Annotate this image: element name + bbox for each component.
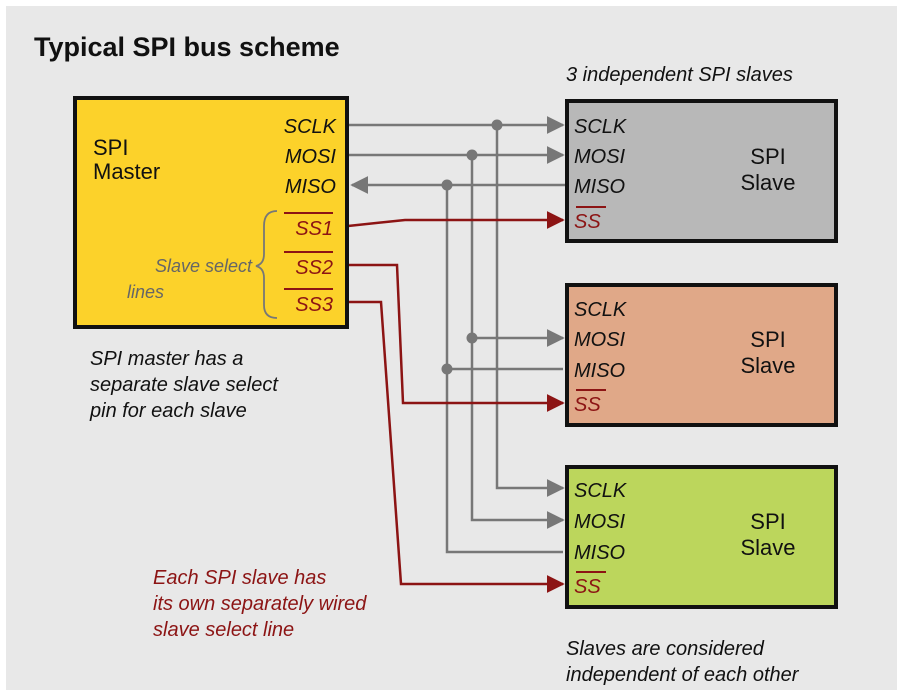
ss2-wire: [348, 263, 565, 412]
slave-2-pin-ss: SS: [574, 394, 601, 416]
red-note-line3: slave select line: [153, 619, 294, 641]
master-pin-mosi: MOSI: [285, 146, 337, 168]
slave-select-label-line2: lines: [127, 282, 164, 302]
slave-2-pin-sclk: SCLK: [574, 299, 628, 321]
bottom-note: Slaves are considered independent of eac…: [566, 638, 800, 686]
red-note-line1: Each SPI slave has: [153, 567, 326, 589]
spi-slave-3: SCLK MOSI MISO SS SPI Slave: [565, 465, 838, 609]
ss3-wire: [348, 300, 565, 593]
ss1-wire: [347, 211, 565, 229]
spi-master: SPI Master SCLK MOSI MISO SS1 SS2 SS3 Sl…: [73, 96, 349, 329]
mosi-wire-trunk: [470, 155, 565, 529]
slave-1-pin-sclk: SCLK: [574, 116, 628, 138]
slave-select-label-line1: Slave select: [155, 256, 253, 276]
slave-3-label-line1: SPI: [750, 509, 785, 534]
master-note: SPI master has a separate slave select p…: [89, 348, 279, 422]
shared-bus-wires: [348, 116, 566, 554]
junction-dot: [441, 363, 453, 375]
red-note: Each SPI slave has its own separately wi…: [153, 567, 367, 641]
slave-1-box: [565, 99, 838, 243]
sclk-wire-trunk: [495, 125, 565, 497]
slave-1-pin-ss: SS: [574, 211, 601, 233]
slave-3-pin-mosi: MOSI: [574, 511, 626, 533]
master-label-line2: Master: [93, 159, 160, 184]
slave-2-pin-mosi: MOSI: [574, 329, 626, 351]
master-pin-ss2: SS2: [295, 257, 333, 279]
master-note-line3: pin for each slave: [89, 400, 247, 422]
slave-2-pin-miso: MISO: [574, 360, 625, 382]
master-pin-ss1: SS1: [295, 218, 333, 240]
slave-1-label-line2: Slave: [740, 170, 795, 195]
junction-dot: [466, 149, 478, 161]
slave-1-pin-mosi: MOSI: [574, 146, 626, 168]
slave-3-pin-miso: MISO: [574, 542, 625, 564]
master-pin-sclk: SCLK: [284, 116, 338, 138]
bottom-note-line1: Slaves are considered: [566, 638, 765, 660]
slave-2-label-line2: Slave: [740, 353, 795, 378]
bottom-note-line2: independent of each other: [566, 664, 800, 686]
slave-1-label-line1: SPI: [750, 144, 785, 169]
slave-3-label-line2: Slave: [740, 535, 795, 560]
spi-slave-1: SCLK MOSI MISO SS SPI Slave: [565, 99, 838, 243]
master-pin-miso: MISO: [285, 176, 336, 198]
red-note-line2: its own separately wired: [153, 593, 367, 615]
slave-2-label-line1: SPI: [750, 327, 785, 352]
slave-select-brace: [255, 210, 278, 319]
junction-dots: [441, 119, 503, 375]
slave-3-pin-sclk: SCLK: [574, 480, 628, 502]
junction-dot: [466, 332, 478, 344]
master-note-line1: SPI master has a: [90, 348, 243, 370]
miso-wire-trunk: [445, 185, 563, 554]
spi-slave-2: SCLK MOSI MISO SS SPI Slave: [565, 283, 838, 427]
junction-dot: [491, 119, 503, 131]
master-note-line2: separate slave select: [90, 374, 279, 396]
junction-dot: [441, 179, 453, 191]
slave-select-wires: [347, 211, 565, 593]
slave-1-pin-miso: MISO: [574, 176, 625, 198]
slave-3-pin-ss: SS: [574, 576, 601, 598]
top-caption: 3 independent SPI slaves: [566, 64, 793, 86]
master-pin-ss3: SS3: [295, 294, 333, 316]
master-label-line1: SPI: [93, 135, 128, 160]
slave-2-box: [565, 283, 838, 427]
slave-3-box: [565, 465, 838, 609]
diagram-title: Typical SPI bus scheme: [34, 32, 340, 62]
